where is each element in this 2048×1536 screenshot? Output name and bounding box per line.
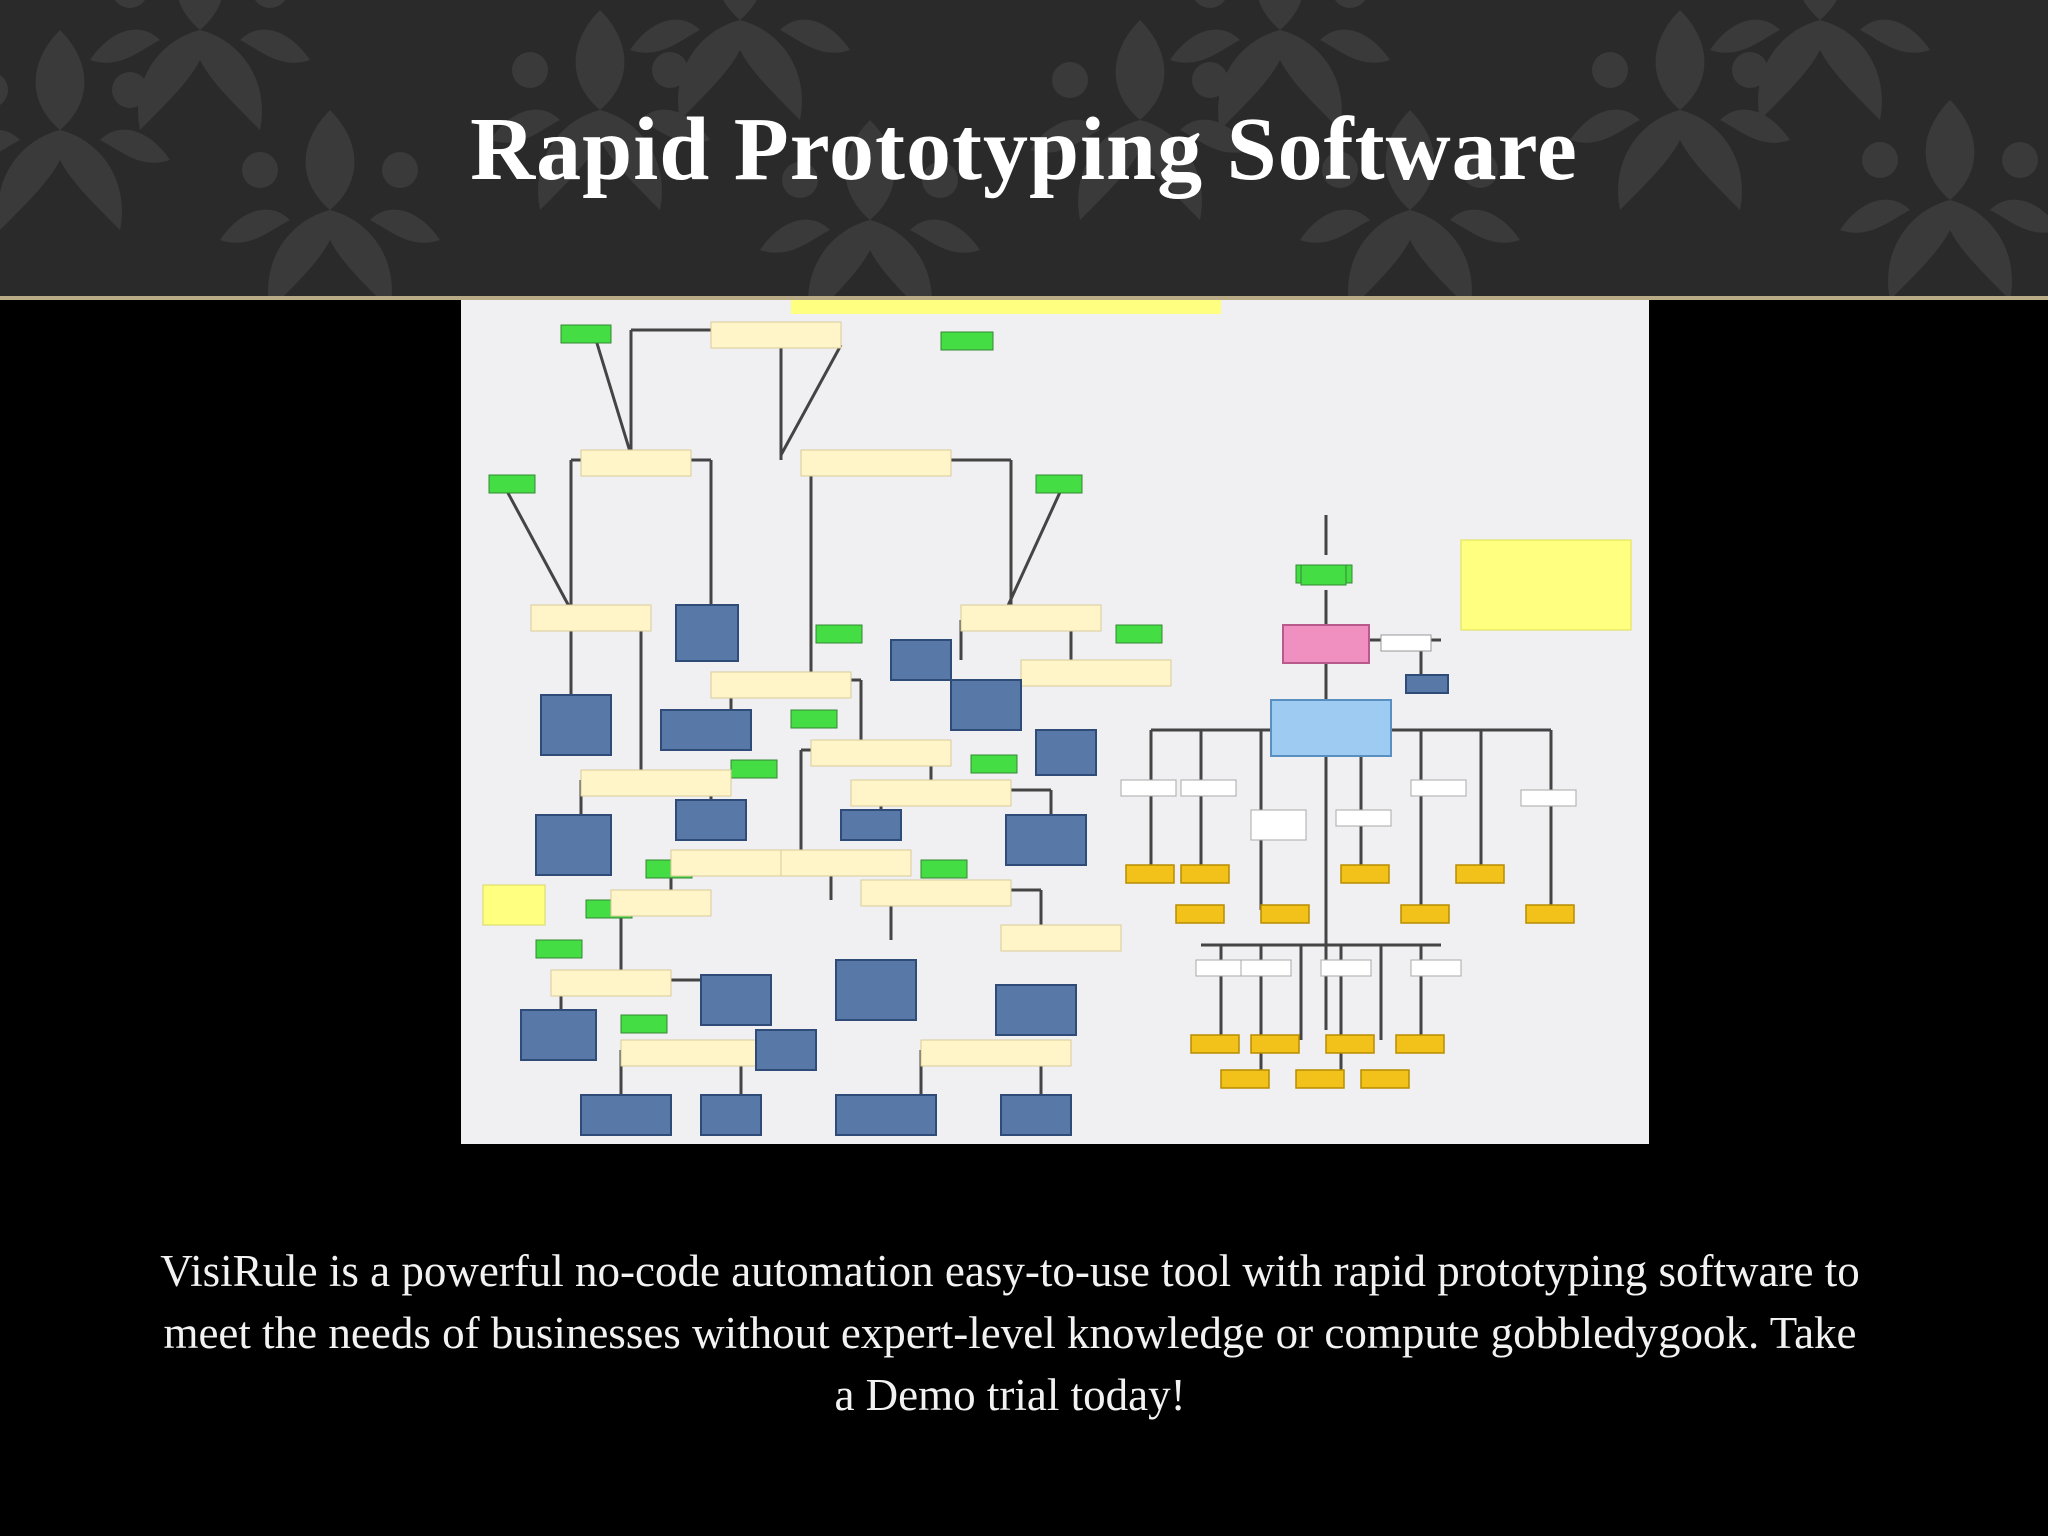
flowchart-image (461, 300, 1649, 1144)
slide-title: Rapid Prototyping Software (470, 100, 1578, 199)
slide-header: Rapid Prototyping Software (0, 0, 2048, 296)
slide-caption: VisiRule is a powerful no-code automatio… (160, 1246, 1860, 1420)
header-divider (0, 296, 2048, 300)
flowchart-diagram (482, 300, 1632, 1136)
